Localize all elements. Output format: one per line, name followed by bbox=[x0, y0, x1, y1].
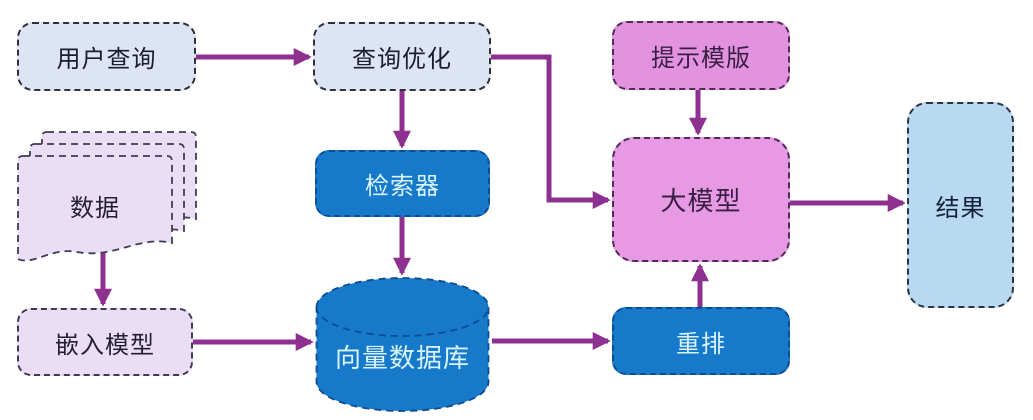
node-result-label: 结果 bbox=[935, 193, 986, 222]
node-vector-database-label: 向量数据库 bbox=[334, 343, 470, 374]
node-user-query[interactable]: 用户查询 bbox=[17, 22, 196, 91]
node-data[interactable]: 数据 bbox=[17, 131, 197, 271]
node-query-optimization[interactable]: 查询优化 bbox=[313, 22, 491, 91]
node-llm[interactable]: 大模型 bbox=[612, 137, 790, 262]
node-retriever[interactable]: 检索器 bbox=[315, 150, 490, 217]
node-rerank[interactable]: 重排 bbox=[612, 307, 790, 375]
node-prompt-template-label: 提示模版 bbox=[651, 44, 751, 72]
edge-query-optimization-to-llm bbox=[491, 54, 611, 209]
node-embedding-model[interactable]: 嵌入模型 bbox=[17, 308, 193, 376]
node-embedding-model-label: 嵌入模型 bbox=[55, 330, 155, 359]
node-user-query-label: 用户查询 bbox=[56, 45, 157, 73]
node-llm-label: 大模型 bbox=[660, 187, 742, 217]
cylinder-top-arc bbox=[315, 306, 490, 337]
node-retriever-label: 检索器 bbox=[365, 172, 440, 200]
node-prompt-template[interactable]: 提示模版 bbox=[612, 21, 790, 90]
node-data-label: 数据 bbox=[70, 193, 120, 222]
node-vector-database[interactable]: 向量数据库 bbox=[315, 277, 490, 412]
node-query-optimization-label: 查询优化 bbox=[352, 45, 452, 73]
cylinder-shape bbox=[315, 277, 490, 412]
node-rerank-label: 重排 bbox=[676, 329, 726, 358]
document-shape-front bbox=[17, 155, 173, 268]
node-result[interactable]: 结果 bbox=[907, 102, 1014, 308]
